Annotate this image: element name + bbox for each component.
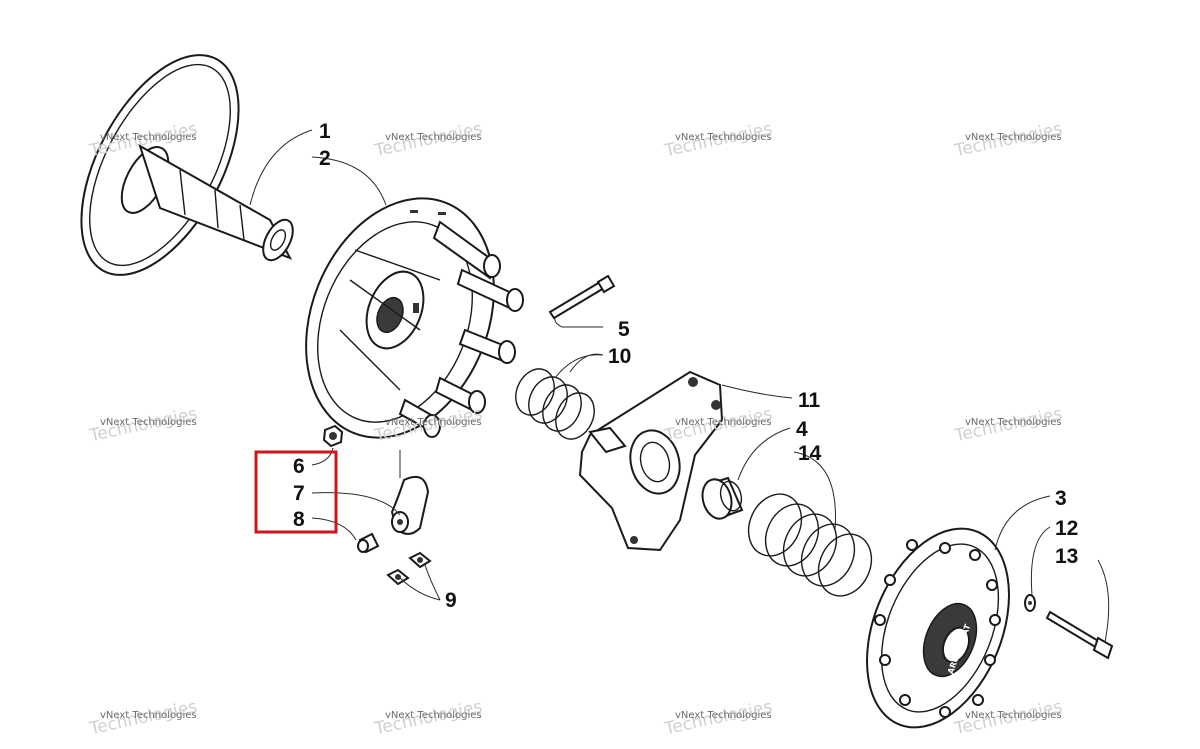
nut-part: [322, 424, 344, 448]
callout-numbers: 1 2 3 4 5 6 7 8 9 10 11 12 13 14: [293, 120, 1078, 612]
watermark-small-text: vNext Technologies: [100, 710, 197, 721]
watermark-small-text: vNext Technologies: [100, 417, 197, 428]
callout-7: 7: [293, 482, 305, 505]
watermark-small-text: vNext Technologies: [675, 417, 772, 428]
cap-part: FAST SUCHMARK ARCTIC CAT: [866, 527, 1010, 729]
watermark-small-text: vNext Technologies: [385, 710, 482, 721]
moveable-sheave-part: [305, 197, 524, 439]
watermark-small-text: vNext Technologies: [385, 132, 482, 143]
callout-1: 1: [319, 120, 331, 143]
watermark-small-text: vNext Technologies: [965, 710, 1062, 721]
callout-9: 9: [445, 589, 457, 612]
fixed-sheave-part: [80, 54, 294, 276]
callout-3: 3: [1055, 487, 1067, 510]
callout-6: 6: [293, 455, 305, 478]
pin-part: [357, 532, 380, 554]
cam-arm-part: [390, 476, 430, 535]
callout-2: 2: [319, 147, 331, 170]
leader-lines: [249, 129, 1110, 643]
watermark-small-text: vNext Technologies: [965, 417, 1062, 428]
cover-part: [578, 370, 724, 552]
callout-10: 10: [608, 345, 631, 368]
callout-14: 14: [798, 442, 822, 465]
highlight-box: [254, 450, 338, 534]
long-bolt-part: [1045, 610, 1114, 660]
callout-11: 11: [798, 389, 821, 412]
bushing-part: [701, 476, 744, 520]
washer-12-part: [1024, 594, 1036, 612]
washer-parts: [386, 551, 432, 586]
callout-12: 12: [1055, 517, 1078, 540]
large-spring-part: [747, 493, 873, 597]
watermark-small-text: vNext Technologies: [100, 132, 197, 143]
callout-13: 13: [1055, 545, 1078, 568]
small-spring-part: [515, 368, 595, 440]
callout-5: 5: [618, 318, 630, 341]
callout-4: 4: [796, 418, 808, 441]
watermark-small-text: vNext Technologies: [675, 132, 772, 143]
watermark-small-text: vNext Technologies: [675, 710, 772, 721]
bolt-part: [548, 274, 616, 320]
callout-8: 8: [293, 508, 305, 531]
watermark-small-text: vNext Technologies: [385, 417, 482, 428]
watermark-small-text: vNext Technologies: [965, 132, 1062, 143]
